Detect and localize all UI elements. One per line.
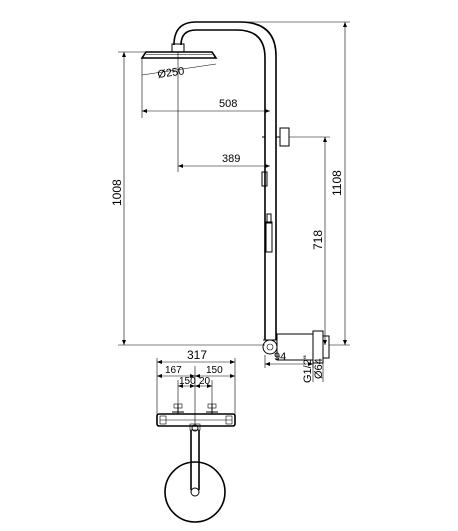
riser-outer-line [180, 29, 266, 340]
left-half-label: 167 [165, 365, 182, 376]
height-1108-label: 1108 [330, 170, 344, 196]
plan-head-center [190, 487, 200, 497]
spacing-arrows [178, 384, 212, 388]
shower-head [140, 51, 218, 59]
riser-inner-line [173, 21, 277, 340]
plan-view: 317 167 150 150 20 [156, 348, 236, 523]
pipe-diameter-label: Ø64 [313, 358, 325, 379]
shower-column [140, 21, 330, 364]
reach-508-label: 508 [219, 98, 237, 110]
left-handle [172, 404, 184, 414]
width-317-label: 317 [187, 348, 207, 362]
left-handle-cap [173, 403, 183, 409]
height-718-label: 718 [311, 230, 325, 250]
height-1008-label: 1008 [110, 179, 124, 206]
right-handle [206, 404, 218, 414]
arm-neck [171, 43, 185, 53]
head-diameter-line [141, 63, 217, 76]
dimension-lines [118, 21, 350, 382]
dimension-labels: Ø250 508 389 1008 1108 718 94 G1/2" Ø64 [110, 65, 344, 383]
offset-94-arrows [265, 362, 313, 366]
reach-389-label: 389 [222, 153, 240, 165]
halves-arrows [157, 374, 235, 378]
mixer-bar [156, 413, 236, 427]
hand-shower [265, 221, 273, 253]
head-diameter-label: Ø250 [157, 65, 185, 81]
outlet-housing [189, 423, 201, 431]
center-offset-label: 20 [199, 376, 211, 387]
hand-shower-cap [266, 213, 272, 224]
thread-label: G1/2" [302, 355, 314, 383]
offset-94-label: 94 [274, 351, 286, 363]
wall-flange [312, 330, 324, 364]
wall-connector [322, 335, 330, 359]
right-half-label: 150 [206, 365, 223, 376]
left-end-cap [159, 415, 167, 425]
bottom-elbow-inner [266, 343, 274, 351]
center-outlet [191, 424, 199, 432]
holder-upper [261, 171, 268, 187]
right-end-cap [225, 415, 233, 425]
plan-head-circle [164, 461, 226, 523]
diverter-knob [279, 127, 290, 147]
right-handle-cap [207, 403, 217, 409]
center-spacing-label: 150 [179, 376, 196, 387]
